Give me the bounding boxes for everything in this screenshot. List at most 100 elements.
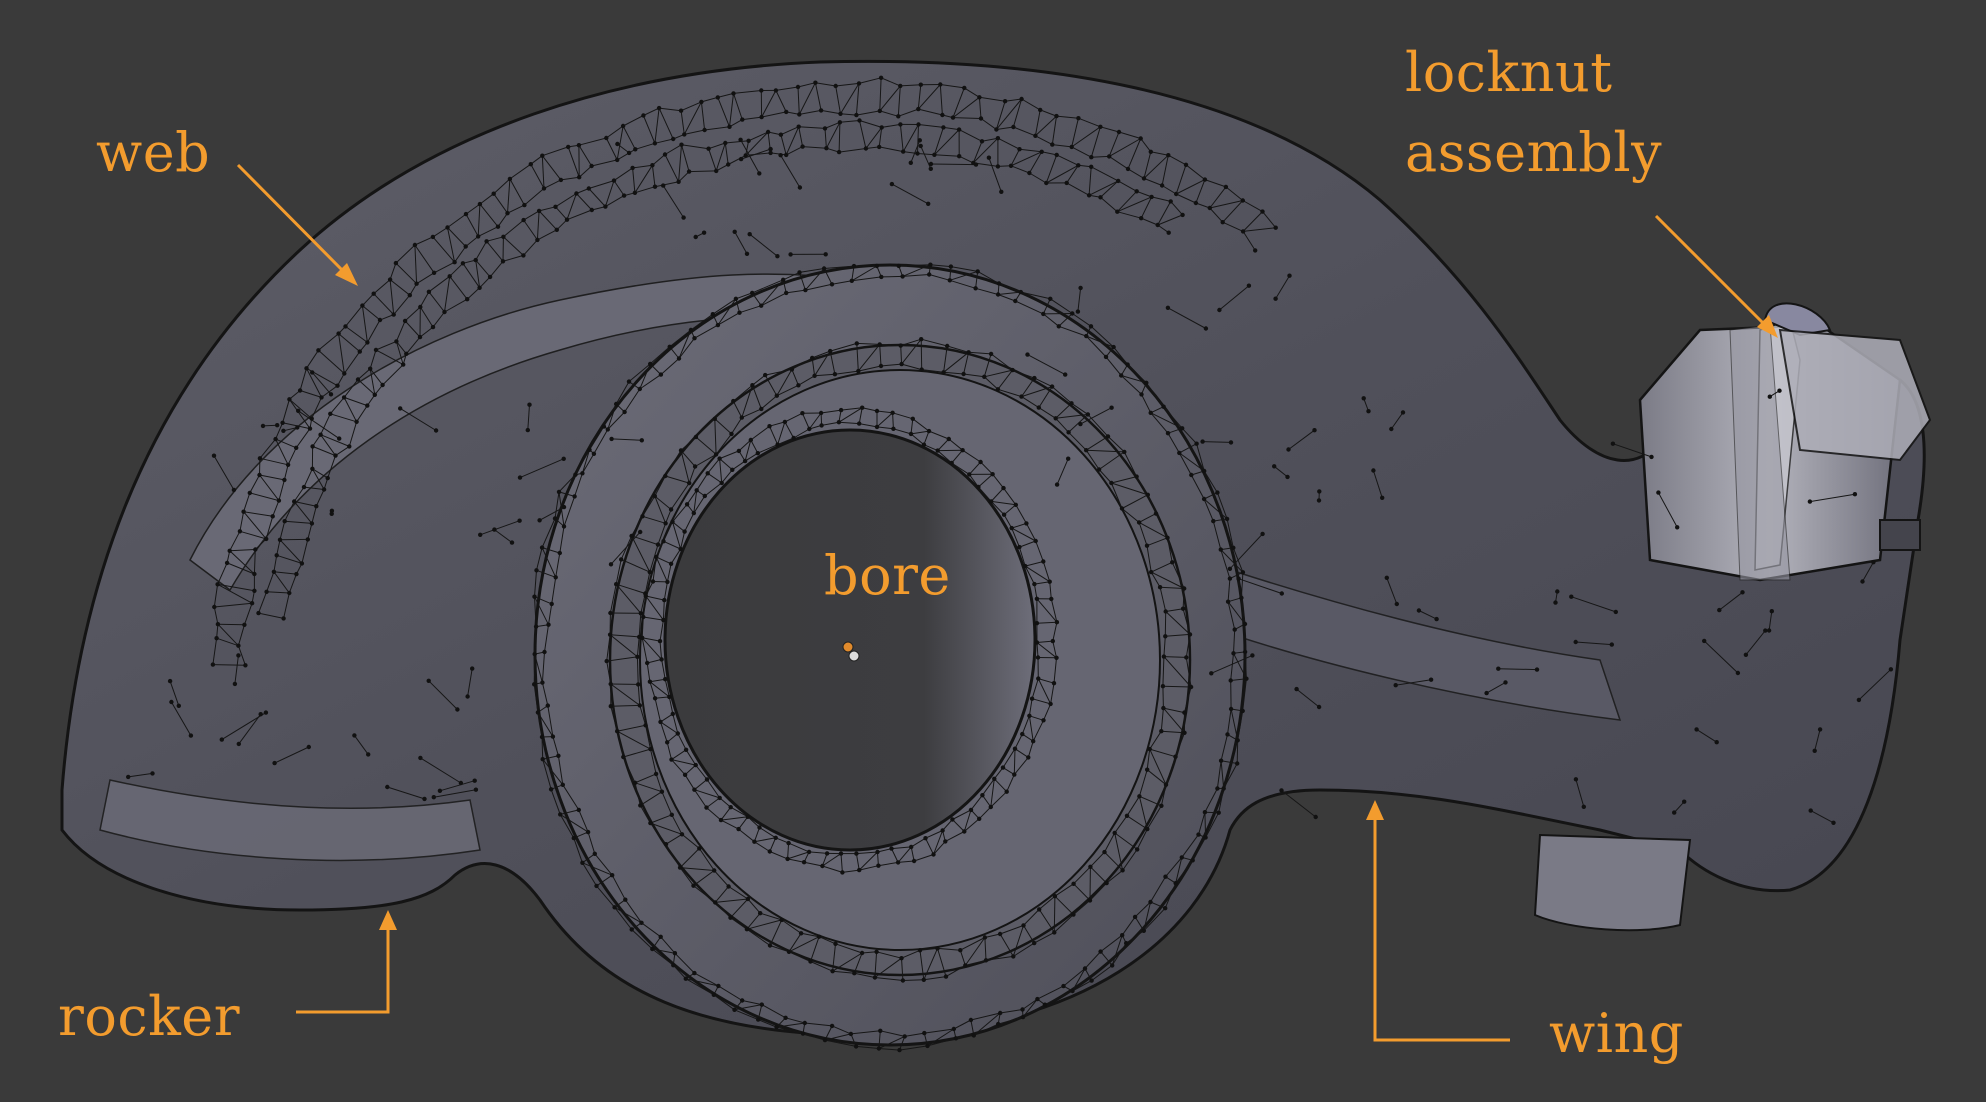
mesh-vertex — [228, 549, 232, 553]
mesh-vertex — [854, 1044, 858, 1048]
mesh-vertex — [275, 553, 279, 557]
mesh-vertex — [558, 812, 562, 816]
mesh-vertex — [1401, 410, 1405, 414]
mesh-vertex — [1243, 650, 1247, 654]
mesh-vertex — [664, 842, 668, 846]
mesh-vertex — [996, 136, 1000, 140]
mesh-vertex — [663, 474, 667, 478]
mesh-vertex — [659, 372, 663, 376]
mesh-vertex — [177, 704, 181, 708]
mesh-vertex — [540, 735, 544, 739]
mesh-vertex — [536, 710, 540, 714]
mesh-vertex — [638, 387, 642, 391]
mesh-vertex — [629, 534, 633, 538]
mesh-vertex — [1314, 815, 1318, 819]
mesh-edge — [903, 980, 924, 981]
mesh-vertex — [684, 748, 688, 752]
mesh-vertex — [630, 166, 634, 170]
mesh-vertex — [518, 475, 522, 479]
mesh-vertex — [935, 946, 939, 950]
mesh-vertex — [280, 421, 284, 425]
mesh-vertex — [1109, 406, 1113, 410]
mesh-vertex — [1225, 517, 1229, 521]
mesh-vertex — [1366, 409, 1370, 413]
mesh-vertex — [559, 178, 563, 182]
mesh-vertex — [665, 580, 669, 584]
mesh-vertex — [459, 781, 463, 785]
mesh-vertex — [1649, 455, 1653, 459]
mesh-vertex — [768, 147, 772, 151]
mesh-vertex — [310, 416, 314, 420]
mesh-vertex — [909, 845, 913, 849]
mesh-vertex — [314, 504, 318, 508]
mesh-vertex — [275, 423, 279, 427]
mesh-vertex — [605, 659, 609, 663]
mesh-vertex — [768, 943, 772, 947]
mesh-vertex — [1119, 373, 1123, 377]
mesh-vertex — [316, 348, 320, 352]
mesh-vertex — [1076, 309, 1080, 313]
mesh-vertex — [857, 118, 861, 122]
mesh-vertex — [1001, 765, 1005, 769]
mesh-vertex — [1041, 718, 1045, 722]
mesh-vertex — [404, 352, 408, 356]
mesh-vertex — [1010, 368, 1014, 372]
mesh-vertex — [358, 349, 362, 353]
mesh-vertex — [671, 712, 675, 716]
mesh-vertex — [915, 151, 919, 155]
mesh-vertex — [667, 695, 671, 699]
mesh-vertex — [1104, 881, 1108, 885]
mesh-vertex — [670, 520, 674, 524]
mesh-vertex — [957, 154, 961, 158]
mesh-vertex — [1011, 954, 1015, 958]
mesh-vertex — [879, 76, 883, 80]
mesh-vertex — [643, 591, 647, 595]
mesh-vertex — [992, 777, 996, 781]
mesh-vertex — [1019, 97, 1023, 101]
mesh-vertex — [726, 884, 730, 888]
mesh-vertex — [604, 136, 608, 140]
mesh-vertex — [678, 865, 682, 869]
mesh-vertex — [398, 406, 402, 410]
mesh-vertex — [940, 113, 944, 117]
mesh-vertex — [1694, 727, 1698, 731]
mesh-vertex — [750, 383, 754, 387]
mesh-vertex — [302, 485, 306, 489]
mesh-vertex — [998, 1011, 1002, 1015]
mesh-vertex — [1113, 831, 1117, 835]
mesh-vertex — [1241, 198, 1245, 202]
mesh-vertex — [630, 927, 634, 931]
mesh-vertex — [296, 409, 300, 413]
mesh-vertex — [532, 595, 536, 599]
mesh-vertex — [540, 680, 544, 684]
mesh-vertex — [1553, 600, 1557, 604]
mesh-vertex — [1380, 496, 1384, 500]
mesh-vertex — [989, 499, 993, 503]
mesh-vertex — [562, 524, 566, 528]
mesh-vertex — [1037, 907, 1041, 911]
mesh-vertex — [572, 836, 576, 840]
mesh-vertex — [785, 857, 789, 861]
mesh-vertex — [636, 682, 640, 686]
mesh-vertex — [614, 402, 618, 406]
mesh-vertex — [750, 291, 754, 295]
mesh-vertex — [949, 264, 953, 268]
mesh-vertex — [786, 841, 790, 845]
mesh-vertex — [1120, 933, 1124, 937]
mesh-vertex — [1050, 142, 1054, 146]
mesh-vertex — [641, 113, 645, 117]
mesh-vertex — [891, 427, 895, 431]
mesh-edge — [1282, 790, 1316, 817]
mesh-edge — [931, 164, 976, 165]
mesh-vertex — [1078, 286, 1082, 290]
mesh-vertex — [916, 122, 920, 126]
mesh-vertex — [551, 734, 555, 738]
mesh-vertex — [823, 126, 827, 130]
mesh-vertex — [1035, 640, 1039, 644]
mesh-vertex — [659, 657, 663, 661]
mesh-vertex — [243, 663, 247, 667]
mesh-vertex — [943, 839, 947, 843]
wing-leader — [1375, 810, 1510, 1040]
mesh-vertex — [150, 771, 154, 775]
mesh-vertex — [534, 568, 538, 572]
